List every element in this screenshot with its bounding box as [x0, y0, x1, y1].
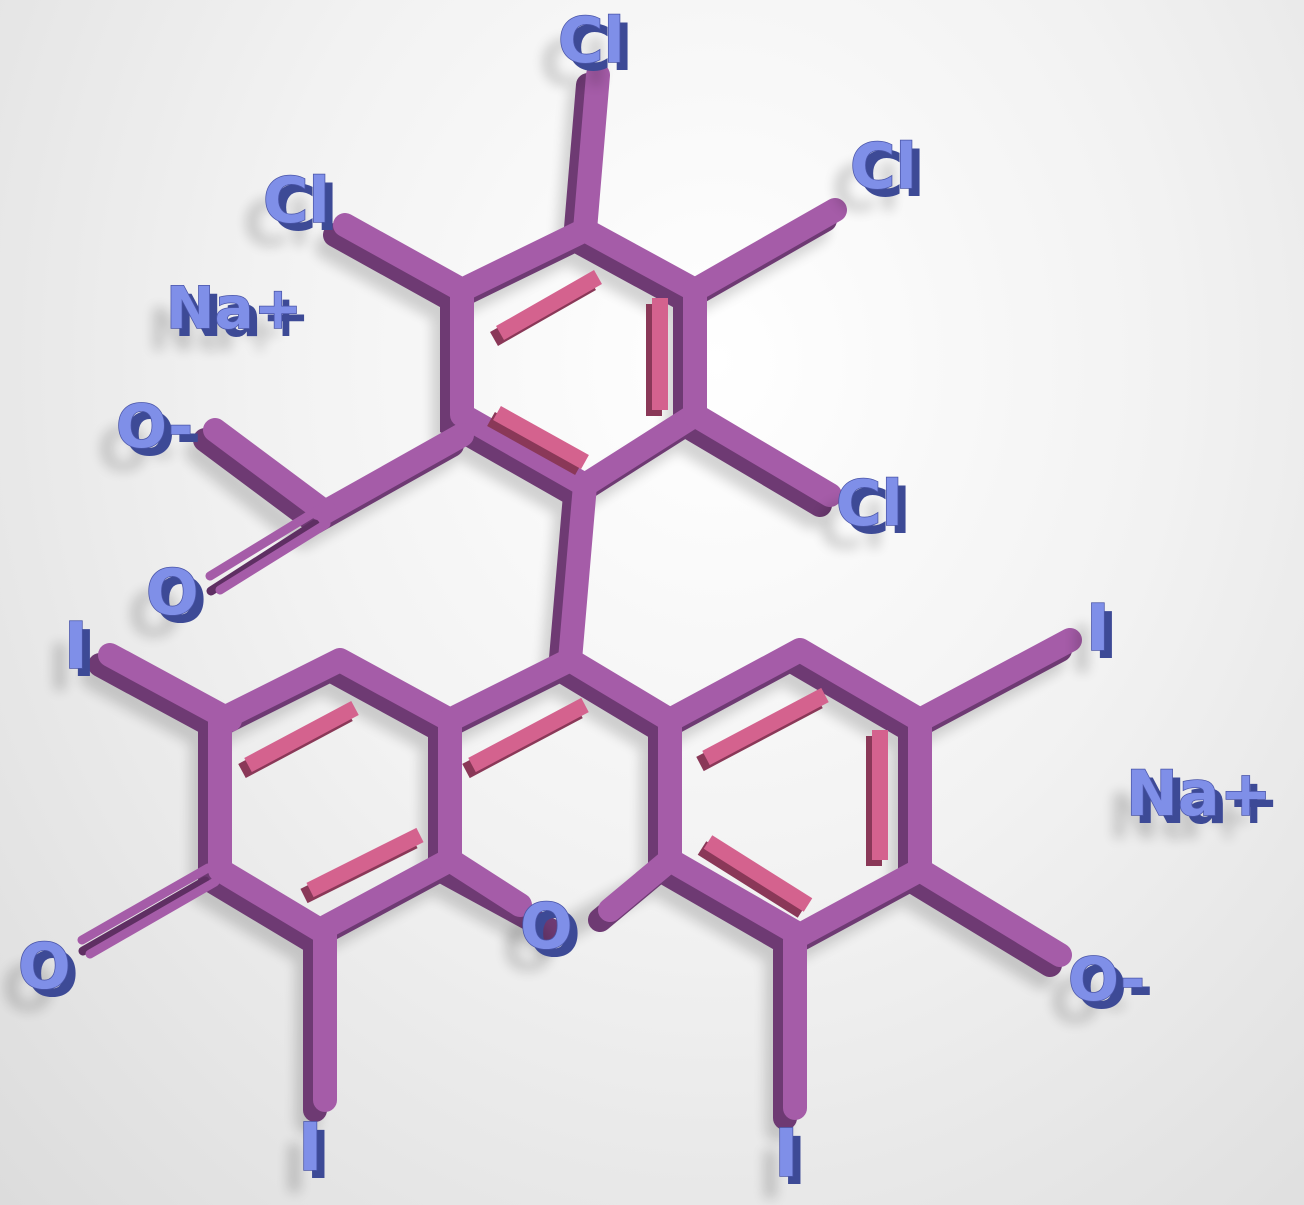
atom-i-right: I	[1086, 592, 1110, 666]
bridge-bond	[558, 473, 597, 672]
svg-text:I: I	[1094, 600, 1118, 674]
phenolate-o-bond	[908, 858, 1072, 967]
svg-text:Cl: Cl	[832, 152, 899, 225]
atom-i-bottom-left: I	[298, 1109, 323, 1186]
ring-bond-middle-left	[438, 648, 582, 917]
atom-i-bottom-right: I	[774, 1115, 799, 1192]
inner-bond	[468, 697, 589, 773]
svg-text:O-: O-	[98, 415, 175, 485]
atom-labels: Cl Cl Cl Cl Cl Cl Cl Cl Cl Cl Cl Cl Na+ …	[2, 3, 1280, 1205]
svg-text:Cl: Cl	[818, 490, 885, 563]
double-bond-lines	[77, 505, 331, 959]
svg-text:Na+: Na+	[148, 296, 284, 364]
atom-o-ketone: O	[18, 930, 71, 1003]
svg-text:O: O	[26, 938, 79, 1011]
atom-o-carboxylate: O-	[116, 392, 193, 462]
svg-text:Cl: Cl	[566, 12, 633, 85]
atom-cl-right: Cl	[836, 467, 903, 540]
svg-text:I: I	[72, 618, 96, 692]
atom-cl-upper-right: Cl	[850, 130, 917, 203]
svg-text:O-: O-	[1076, 953, 1153, 1023]
carbonyl-double-line-a	[205, 505, 323, 581]
atom-o-phenolate: O-	[1068, 945, 1145, 1015]
atom-cl-top: Cl	[558, 4, 625, 77]
svg-text:Cl: Cl	[844, 475, 911, 548]
i-right-bond	[908, 628, 1082, 732]
inner-bond	[493, 406, 589, 469]
svg-text:Na+: Na+	[174, 282, 310, 350]
svg-text:Na+: Na+	[1134, 765, 1280, 838]
aromatic-inner-bonds	[238, 270, 888, 918]
atom-na-upper: Na+	[166, 274, 302, 342]
inner-bond	[496, 270, 602, 340]
svg-text:Cl: Cl	[858, 138, 925, 211]
svg-text:O: O	[528, 898, 581, 971]
carbonyl-double-line-b	[215, 519, 331, 595]
atom-na-right: Na+	[1126, 757, 1272, 830]
cl-upper-left-bond	[333, 213, 474, 302]
bonds	[98, 63, 1082, 1120]
svg-text:O: O	[128, 578, 181, 651]
svg-text:O-: O-	[124, 400, 201, 470]
atom-i-left: I	[64, 610, 88, 684]
svg-text:O-: O-	[1050, 967, 1127, 1037]
atom-o-ring: O	[520, 890, 573, 963]
ketone-double-line-a	[77, 863, 213, 945]
svg-text:I: I	[782, 1123, 807, 1200]
svg-text:I: I	[306, 1117, 331, 1194]
atom-cl-upper-left: Cl	[263, 164, 330, 237]
svg-text:Na+: Na+	[1108, 780, 1254, 853]
inner-bond	[244, 700, 359, 773]
cl-right-bond	[683, 403, 842, 507]
svg-text:Cl: Cl	[540, 27, 607, 100]
carboxylate-o-bond	[203, 418, 337, 524]
inner-bond	[702, 687, 829, 766]
svg-text:I: I	[758, 1137, 783, 1205]
inner-bond	[703, 835, 813, 912]
inner-bond	[306, 827, 424, 898]
svg-text:O: O	[154, 564, 207, 637]
cl-top-bond	[573, 63, 610, 242]
ketone-double-line-b	[85, 877, 220, 959]
svg-text:I: I	[282, 1131, 307, 1205]
svg-text:Cl: Cl	[243, 187, 310, 260]
i-left-bond	[98, 643, 242, 732]
cl-upper-right-bond	[683, 198, 847, 302]
svg-text:O: O	[2, 952, 55, 1025]
carboxyl-bond	[313, 423, 474, 524]
svg-text:O: O	[502, 912, 555, 985]
atom-o-carbonyl: O	[146, 556, 199, 629]
svg-text:I: I	[48, 632, 72, 706]
svg-text:Cl: Cl	[271, 172, 338, 245]
svg-text:I: I	[1070, 614, 1094, 688]
